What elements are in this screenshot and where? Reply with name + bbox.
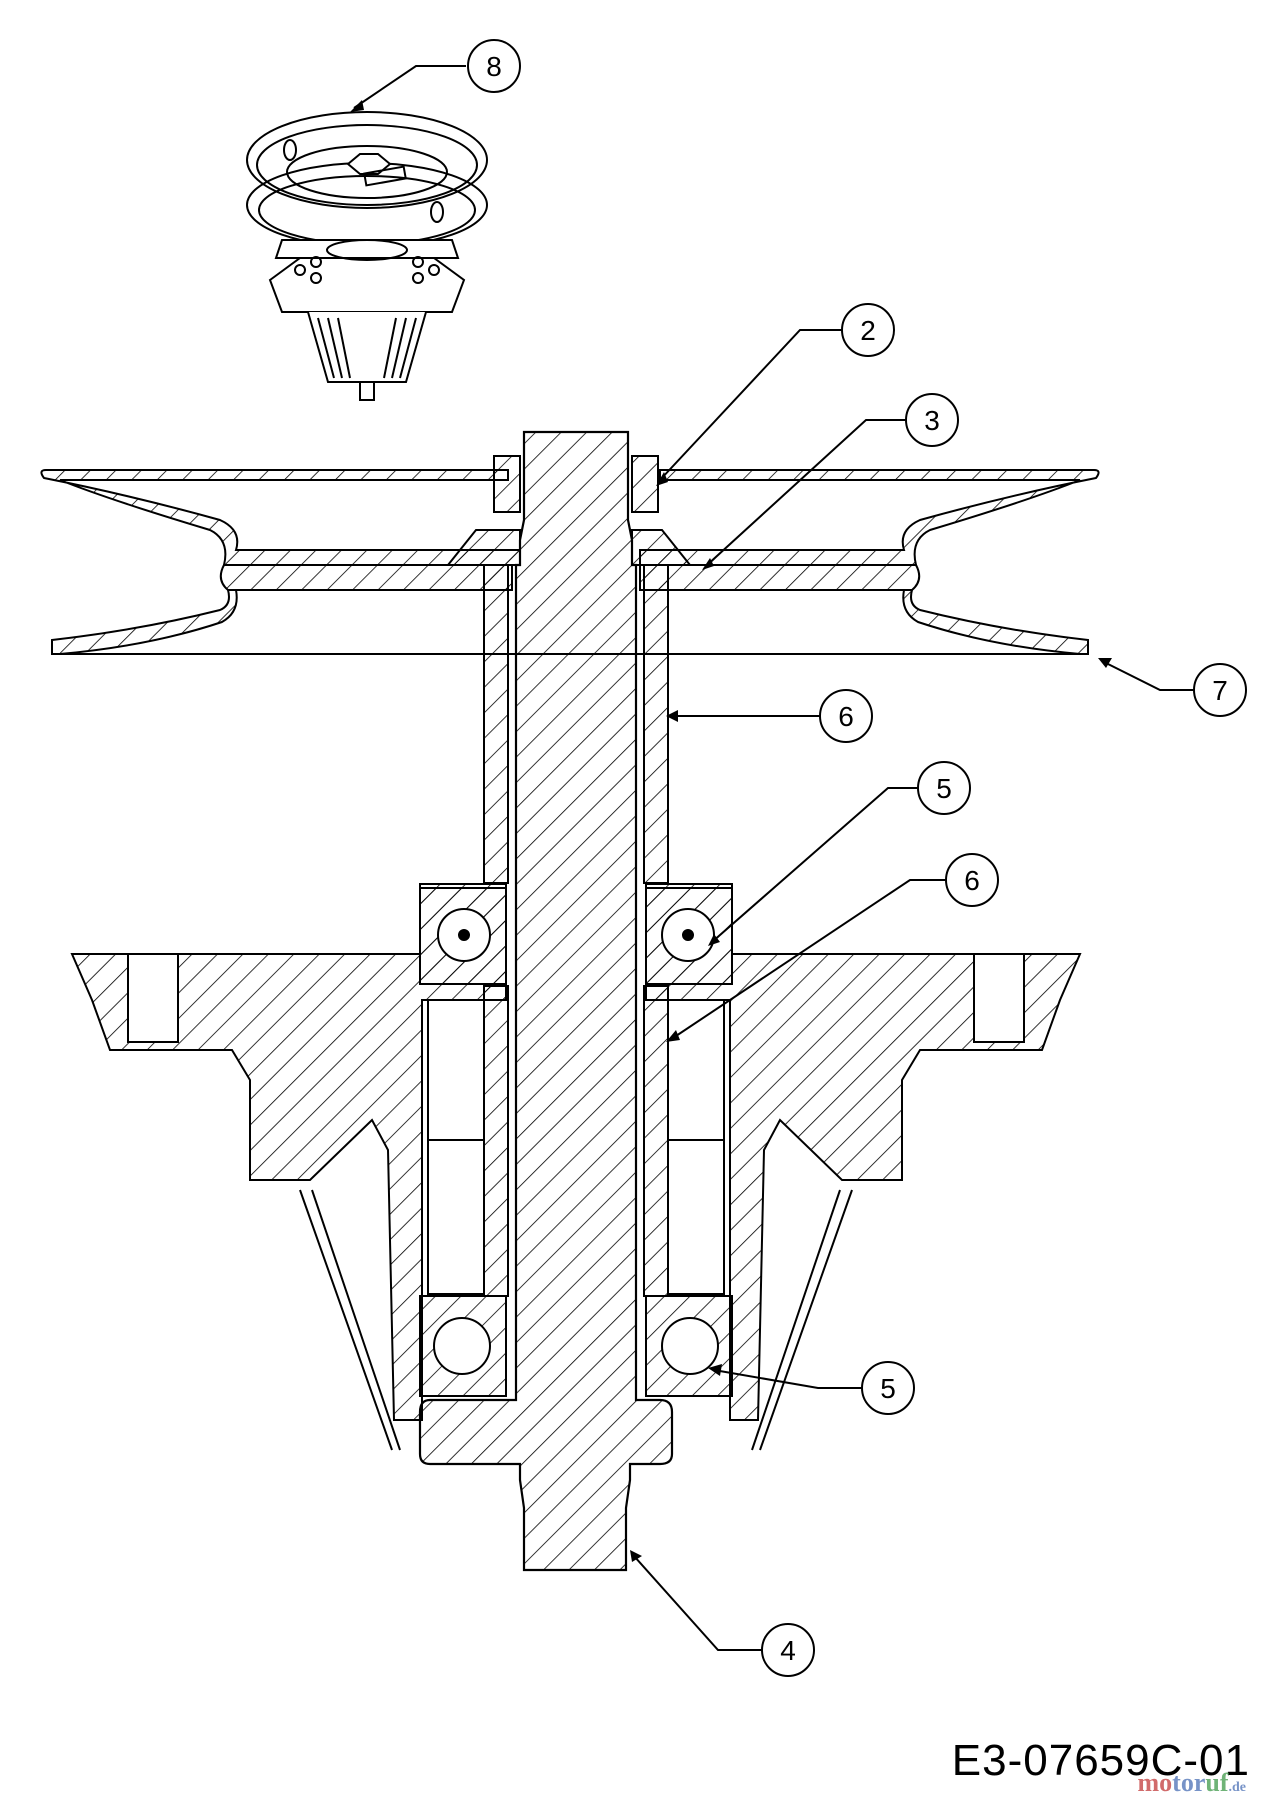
svg-text:2: 2	[860, 315, 876, 346]
spacer-tubes	[427, 564, 725, 1297]
svg-text:8: 8	[486, 51, 502, 82]
callout-5-lower: 5	[861, 1361, 915, 1415]
svg-text:7: 7	[1212, 675, 1228, 706]
spindle-housing	[70, 887, 1082, 1451]
upper-bearing-right	[645, 883, 733, 985]
drawing-code: E3-07659C-01	[951, 1736, 1250, 1785]
watermark-logo: motoruf.de	[1138, 1768, 1247, 1798]
pulley-section	[40, 455, 1100, 655]
callout-5-upper: 5	[917, 761, 971, 815]
svg-text:4: 4	[780, 1635, 796, 1666]
watermark-part-c: uf	[1205, 1768, 1229, 1797]
spindle-shaft	[418, 430, 674, 1572]
watermark-part-a: mo	[1137, 1768, 1173, 1797]
lower-bearing-left	[419, 1295, 507, 1397]
callout-6-lower: 6	[945, 853, 999, 907]
leader-arrowheads	[350, 100, 1112, 1562]
callout-2: 2	[841, 303, 895, 357]
callout-7: 7	[1193, 663, 1247, 717]
callout-4: 4	[761, 1623, 815, 1677]
svg-text:5: 5	[936, 773, 952, 804]
svg-text:5: 5	[880, 1373, 896, 1404]
watermark-suffix: .de	[1228, 1780, 1247, 1795]
leader-lines	[353, 65, 1206, 1651]
watermark-part-b: tor	[1172, 1768, 1206, 1797]
upper-bearing-left	[419, 883, 507, 985]
callout-6-upper: 6	[819, 689, 873, 743]
svg-text:6: 6	[964, 865, 980, 896]
svg-text:6: 6	[838, 701, 854, 732]
svg-text:3: 3	[924, 405, 940, 436]
lower-bearing-right	[645, 1295, 733, 1397]
assembled-spindle-thumbnail	[246, 111, 488, 401]
callout-3: 3	[905, 393, 959, 447]
callout-8: 8	[467, 39, 521, 93]
